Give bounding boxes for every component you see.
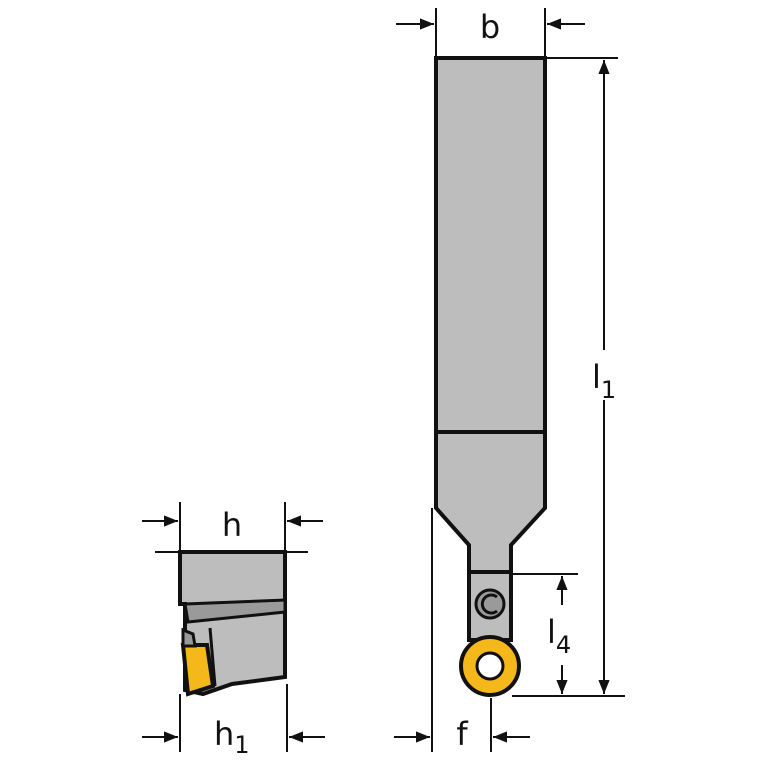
dimension-b: b <box>396 8 585 56</box>
dimension-h1: h1 <box>142 684 325 759</box>
dim-label-l1: l1 <box>592 358 616 404</box>
side-insert-icon <box>180 643 216 697</box>
dimension-l4: l4 <box>511 573 578 694</box>
holder-side-view <box>178 550 287 697</box>
insert-hole <box>475 651 505 681</box>
dim-label-f: f <box>456 715 468 753</box>
dimension-h: h <box>142 502 323 553</box>
dimension-l1: l1 <box>512 57 626 697</box>
side-clamp-step <box>183 598 287 624</box>
dim-label-h1: h1 <box>214 715 250 759</box>
holder-top-view <box>434 56 547 697</box>
dim-label-b: b <box>480 8 500 46</box>
dim-label-h: h <box>222 506 242 544</box>
holder-shank <box>434 56 547 574</box>
dim-label-l4: l4 <box>547 613 571 659</box>
screw-slot <box>480 593 498 615</box>
dimension-f: f <box>394 508 530 753</box>
